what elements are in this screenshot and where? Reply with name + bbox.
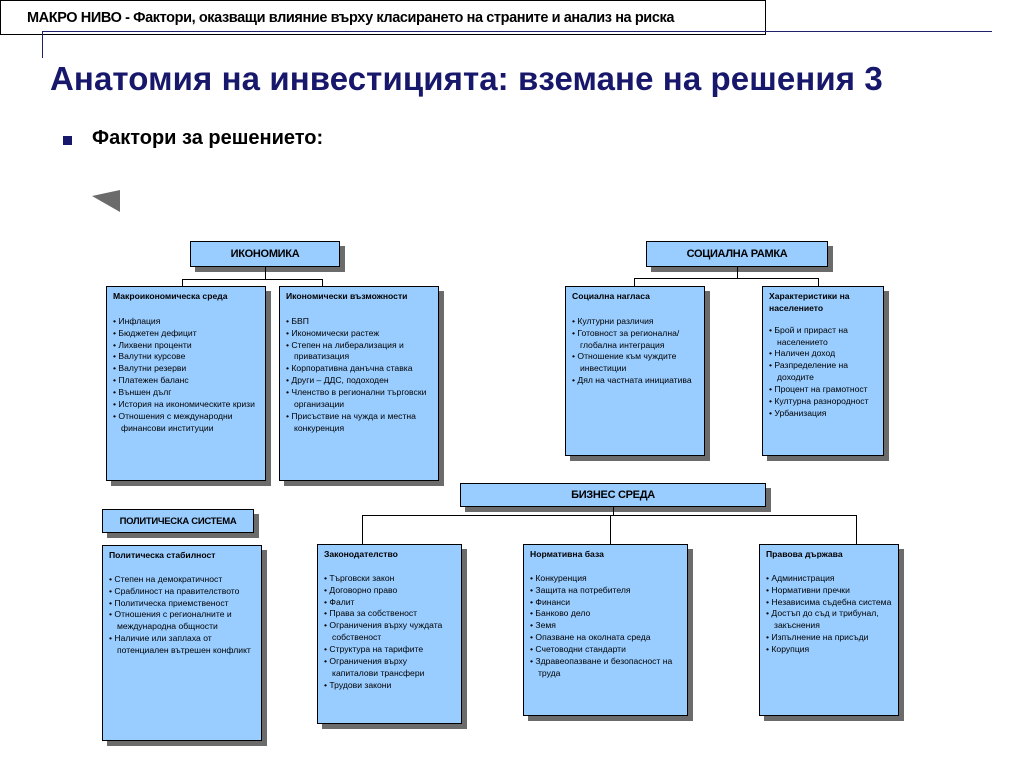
slide-title: Анатомия на инвестицията: вземане на реш… xyxy=(50,60,883,97)
connector-line xyxy=(634,278,635,286)
list-item: Здравеопазване и безопасност на труда xyxy=(530,656,681,680)
list-item: Степен на демократичност xyxy=(109,574,255,586)
list-item: Фалит xyxy=(324,597,455,609)
connector-line xyxy=(634,278,818,279)
box-title: Икономически възможности xyxy=(286,291,408,301)
list-item: Ограничения върху чуждата собственост xyxy=(324,620,455,644)
list-item: Нормативни пречки xyxy=(766,585,892,597)
list-item: Бюджетен дефицит xyxy=(113,328,259,340)
list-item: Отношения с международни финансови инсти… xyxy=(113,411,259,435)
list-item: Политическа приемственост xyxy=(109,598,255,610)
list-item: Права за собственост xyxy=(324,608,455,620)
top-rule xyxy=(42,31,992,32)
bullet-text: Фактори за решението: xyxy=(92,127,324,149)
regulatory-base-box: Нормативна база Конкуренция Защита на по… xyxy=(523,544,688,716)
list-item: Защита на потребителя xyxy=(530,585,681,597)
political-stability-box: Политическа стабилност Степен на демокра… xyxy=(102,545,262,741)
list-item: Присъствие на чужда и местна конкуренция xyxy=(286,411,432,435)
connector-line xyxy=(856,515,857,545)
list-item: Трудови закони xyxy=(324,680,455,692)
connector-line xyxy=(610,515,611,545)
rule-of-law-box: Правова държава Администрация Нормативни… xyxy=(759,544,899,716)
list-item: Опазване на околната среда xyxy=(530,632,681,644)
social-header: СОЦИАЛНА РАМКА xyxy=(646,241,828,267)
economic-opportunities-box: Икономически възможности БВП Икономическ… xyxy=(279,286,439,481)
list-item: Степен на либерализация и приватизация xyxy=(286,340,432,364)
list-item: Отношение към чуждите инвестиции xyxy=(572,351,698,375)
list-item: Дял на частната инициатива xyxy=(572,375,698,387)
connector-line xyxy=(613,507,614,515)
list-item: Отношения с регионалните и международна … xyxy=(109,609,255,633)
list-item: Достъп до съд и трибунал, закъснения xyxy=(766,608,892,632)
list-item: Културни различия xyxy=(572,316,698,328)
list-item: Валутни курсове xyxy=(113,351,259,363)
list-item: Конкуренция xyxy=(530,573,681,585)
list-item: Изпълнение на присъди xyxy=(766,632,892,644)
list-item: Брой и прираст на населението xyxy=(769,325,877,349)
list-item: Разпределение на доходите xyxy=(769,360,877,384)
connector-line xyxy=(322,279,323,286)
connector-line xyxy=(182,279,183,286)
list-item: Банково дело xyxy=(530,608,681,620)
list-item: История на икономическите кризи xyxy=(113,399,259,411)
business-header: БИЗНЕС СРЕДА xyxy=(460,483,766,507)
list-item: Финанси xyxy=(530,597,681,609)
list-item: Наличен доход xyxy=(769,348,877,360)
list-item: Лихвени проценти xyxy=(113,340,259,352)
list-item: Платежен баланс xyxy=(113,375,259,387)
box-title: Социална нагласа xyxy=(572,291,650,301)
list-item: Валутни резерви xyxy=(113,363,259,375)
list-item: Договорно право xyxy=(324,585,455,597)
list-item: Членство в регионални търговски организа… xyxy=(286,387,432,411)
box-title: Макроикономическа среда xyxy=(113,291,228,301)
box-title: Законодателство xyxy=(324,549,398,559)
list-item: Външен дълг xyxy=(113,387,259,399)
list-item: Културна разнородност xyxy=(769,396,877,408)
list-item: Структура на тарифите xyxy=(324,644,455,656)
list-item: Сраблиност на правителството xyxy=(109,586,255,598)
political-header: ПОЛИТИЧЕСКА СИСТЕМА xyxy=(102,509,254,533)
top-rule-tick xyxy=(42,31,43,58)
list-item: Икономически растеж xyxy=(286,328,432,340)
list-item: Корупция xyxy=(766,644,892,656)
box-title: Характеристики на населението xyxy=(769,291,850,313)
connector-line xyxy=(818,278,819,286)
list-item: Администрация xyxy=(766,573,892,585)
banner-wedge-icon xyxy=(92,190,120,212)
list-item: Независима съдебна система xyxy=(766,597,892,609)
list-item: Ограничения върху капиталови трансфери xyxy=(324,656,455,680)
square-bullet-icon xyxy=(63,136,72,145)
macro-environment-box: Макроикономическа среда Инфлация Бюджете… xyxy=(106,286,266,481)
connector-line xyxy=(362,515,857,516)
list-item: Земя xyxy=(530,620,681,632)
legislation-box: Законодателство Търговски закон Договорн… xyxy=(317,544,462,724)
connector-line xyxy=(182,279,322,280)
list-item: Готовност за регионална/ глобална интегр… xyxy=(572,328,698,352)
social-attitude-box: Социална нагласа Културни различия Готов… xyxy=(565,286,705,456)
connector-line xyxy=(265,267,266,279)
box-title: Политическа стабилност xyxy=(109,550,216,560)
list-item: Урбанизация xyxy=(769,408,877,420)
list-item: Търговски закон xyxy=(324,573,455,585)
list-item: Процент на грамотност xyxy=(769,384,877,396)
list-item: БВП xyxy=(286,316,432,328)
economy-header: ИКОНОМИКА xyxy=(190,241,340,267)
list-item: Наличие или заплаха от потенциален вътре… xyxy=(109,633,255,657)
connector-line xyxy=(737,267,738,278)
population-box: Характеристики на населението Брой и при… xyxy=(762,286,884,456)
macro-level-banner: МАКРО НИВО - Фактори, оказващи влияние в… xyxy=(0,0,766,35)
list-item: Инфлация xyxy=(113,316,259,328)
list-item: Счетоводни стандарти xyxy=(530,644,681,656)
connector-line xyxy=(362,515,363,545)
list-item: Други – ДДС, подоходен xyxy=(286,375,432,387)
box-title: Правова държава xyxy=(766,549,843,559)
list-item: Корпоративна данъчна ставка xyxy=(286,363,432,375)
box-title: Нормативна база xyxy=(530,549,604,559)
